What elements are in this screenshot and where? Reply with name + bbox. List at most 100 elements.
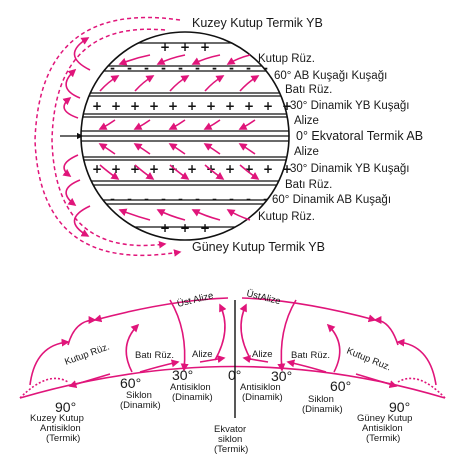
polar-loop-left xyxy=(67,316,97,346)
svg-text:(Dinamik): (Dinamik) xyxy=(120,400,161,411)
south-polar-high-label: Güney Kutup Termik YB xyxy=(192,240,325,254)
pressure-symbol: - xyxy=(161,61,166,75)
south-pole-caption: Güney Kutup Antisiklon (Termik) xyxy=(357,413,412,444)
belt-30-south-label: 30° Dinamik YB Kuşağı xyxy=(290,163,409,175)
wind-arrow xyxy=(133,143,151,155)
deg-60-right: 60° xyxy=(330,378,351,394)
svg-text:Antisiklon: Antisiklon xyxy=(240,382,281,393)
svg-text:(Termik): (Termik) xyxy=(366,433,400,444)
svg-text:+: + xyxy=(180,40,190,54)
surface-polar-right xyxy=(355,373,398,388)
wind-arrow xyxy=(99,75,120,92)
pressure-symbol: - xyxy=(212,61,217,75)
ferrel-right-up xyxy=(326,323,341,373)
wind-arrow xyxy=(134,75,155,92)
pressure-symbol: - xyxy=(263,61,268,75)
deg-60-left: 60° xyxy=(120,375,141,391)
belt-30-north-label: 30° Dinamik YB Kuşağı xyxy=(290,100,409,112)
north-polar-high-symbols: + + + xyxy=(160,40,210,54)
trades-right-label: Alize xyxy=(252,349,273,360)
svg-text:Antisiklon: Antisiklon xyxy=(170,382,211,393)
cyclone-60-right-caption: Siklon (Dinamik) xyxy=(302,394,343,415)
surface-westerlies-right xyxy=(286,359,327,373)
wind-arrow xyxy=(156,209,186,221)
polar-winds-left-label: Kutup Rüz. xyxy=(63,341,111,367)
svg-text:(Dinamik): (Dinamik) xyxy=(242,392,283,403)
pressure-symbol: + xyxy=(149,99,159,113)
pressure-symbol: + xyxy=(206,99,216,113)
belt-60-north-label: 60° AB Kuşağı Kuşağı xyxy=(274,70,387,82)
surface-wind-arrows xyxy=(98,54,260,221)
cyclone-60-left-caption: Siklon (Dinamik) xyxy=(120,390,161,411)
polar-descent-right xyxy=(396,338,437,386)
upper-circulation xyxy=(29,297,437,388)
hadley-cell-s xyxy=(62,154,79,177)
svg-text:Ekvator: Ekvator xyxy=(214,424,246,435)
trades-north-label: Alize xyxy=(294,115,319,127)
hadley-right-up xyxy=(239,303,252,361)
wind-arrow xyxy=(204,164,225,180)
pressure-symbol: + xyxy=(263,162,273,176)
wind-arrow xyxy=(203,143,221,155)
svg-text:Kuzey Kutup: Kuzey Kutup xyxy=(30,413,84,424)
surface-trades-right xyxy=(242,355,269,363)
pressure-symbol: - xyxy=(263,192,268,206)
pressure-symbol: - xyxy=(178,61,183,75)
hadley-right-down xyxy=(277,299,297,372)
wind-arrow xyxy=(191,54,221,65)
hadley-left-down xyxy=(169,299,189,372)
wind-arrow xyxy=(169,164,190,180)
pressure-symbol: - xyxy=(127,61,132,75)
pressure-symbol: + xyxy=(168,162,178,176)
pressure-symbol: - xyxy=(144,61,149,75)
belt-60n-symbols: ---------- xyxy=(110,61,268,75)
svg-text:Siklon: Siklon xyxy=(126,390,152,401)
hadley-left-up xyxy=(214,303,227,361)
surface-polar-left xyxy=(68,373,111,388)
pressure-symbol: - xyxy=(229,61,234,75)
wind-arrow xyxy=(168,119,186,130)
pressure-symbol: + xyxy=(168,99,178,113)
pressure-symbol: + xyxy=(282,162,292,176)
anticyclone-30-left-caption: Antisiklon (Dinamik) xyxy=(170,382,213,403)
svg-text:+: + xyxy=(180,221,190,235)
pressure-symbol: + xyxy=(225,99,235,113)
anticyclone-30-right-caption: Antisiklon (Dinamik) xyxy=(240,382,283,403)
wind-arrow xyxy=(99,164,120,180)
pressure-symbol: + xyxy=(92,162,102,176)
wind-arrow xyxy=(203,119,221,130)
wind-arrow xyxy=(169,75,190,92)
pressure-symbol: + xyxy=(244,99,254,113)
pressure-symbol: + xyxy=(263,99,273,113)
wind-arrow xyxy=(238,143,256,155)
svg-text:(Termik): (Termik) xyxy=(46,433,80,444)
pressure-symbol: + xyxy=(92,99,102,113)
surface-westerlies-left xyxy=(139,359,180,373)
pressure-symbol: - xyxy=(195,61,200,75)
wind-arrow xyxy=(118,208,151,221)
pressure-symbol: - xyxy=(127,192,132,206)
pressure-symbol: - xyxy=(161,192,166,206)
upper-trades-left-label: Üst Alize xyxy=(176,290,215,310)
pressure-symbol: - xyxy=(246,61,251,75)
pressure-symbol: + xyxy=(225,162,235,176)
pressure-symbol: - xyxy=(229,192,234,206)
svg-text:(Dinamik): (Dinamik) xyxy=(172,392,213,403)
wind-arrow xyxy=(134,164,155,180)
belt-60-south-label: 60° Dinamik AB Kuşağı xyxy=(272,194,391,206)
svg-text:+: + xyxy=(160,40,170,54)
deg-30-right: 30° xyxy=(271,368,292,384)
pressure-symbol: + xyxy=(111,162,121,176)
svg-text:(Dinamik): (Dinamik) xyxy=(302,404,343,415)
south-polar-high-symbols: + + + xyxy=(160,221,210,235)
upper-trade-left xyxy=(93,297,229,323)
pressure-symbol: + xyxy=(244,162,254,176)
pressure-symbol: + xyxy=(111,99,121,113)
globe-labels: Kuzey Kutup Termik YB Kutup Rüz. 60° AB … xyxy=(192,16,423,254)
hadley-cell-n xyxy=(62,96,79,119)
north-pole-caption: Kuzey Kutup Antisiklon (Termik) xyxy=(30,413,84,444)
wind-arrow xyxy=(133,119,151,130)
westerlies-right-label: Batı Rüz. xyxy=(291,350,330,361)
pressure-symbol: + xyxy=(282,99,292,113)
svg-text:Siklon: Siklon xyxy=(308,394,334,405)
